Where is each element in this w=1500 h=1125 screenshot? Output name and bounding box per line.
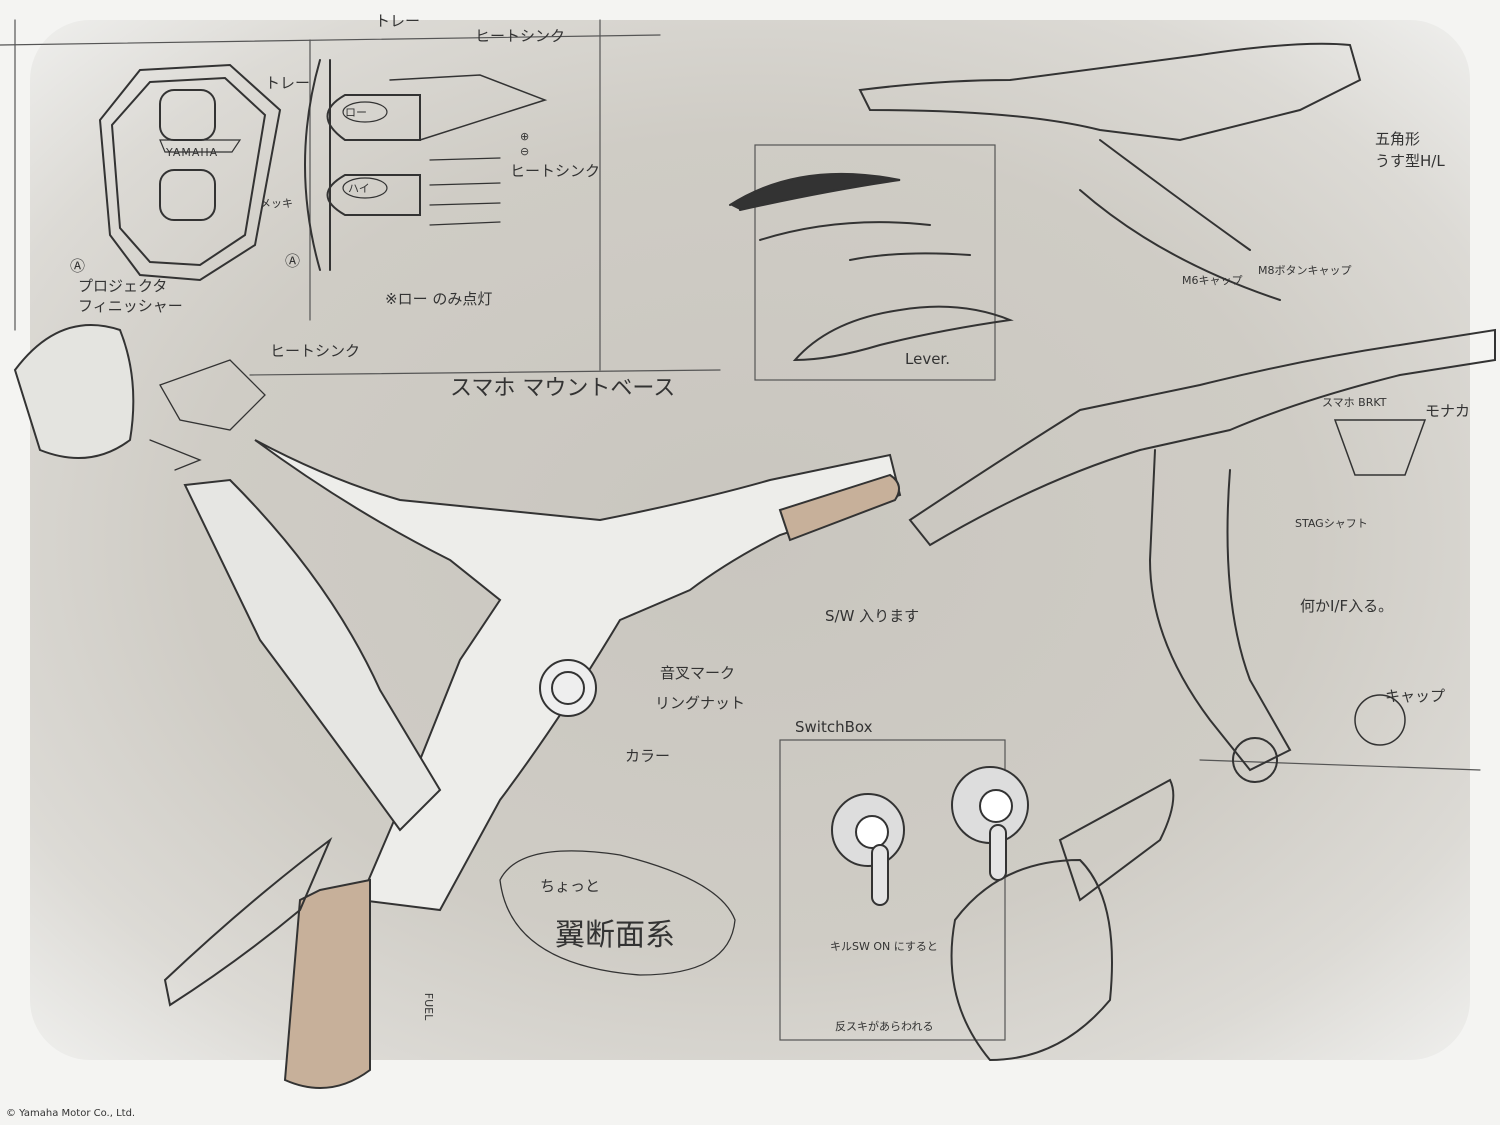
label-plating: メッキ <box>260 197 293 210</box>
label-tuning-fork: 音叉マーク <box>660 664 736 682</box>
label-finisher: フィニッシャー <box>78 297 183 315</box>
label-marker-a1: Ⓐ <box>70 257 86 275</box>
lever-sketch <box>729 172 1014 362</box>
label-interface: 何かI/F入る。 <box>1300 597 1394 615</box>
label-tray: トレー <box>265 74 311 92</box>
label-mount-base: スマホ マウントベース <box>450 376 676 401</box>
switchbox-sketch <box>831 766 1029 906</box>
switchbox-note-1: キルSW ON にすると <box>830 940 938 953</box>
label-heatsink-left: ヒートシンク <box>270 342 361 360</box>
label-thin-hl: うす型H/L <box>1375 152 1445 170</box>
headlight-section <box>304 59 548 271</box>
switchbox-note-2: 反スキがあらわれる <box>835 1020 934 1033</box>
label-lever: Lever. <box>905 350 950 368</box>
label-m6-cap: M6キャップ <box>1182 274 1243 287</box>
label-projector: プロジェクタ <box>78 277 168 295</box>
label-stag-shaft: STAGシャフト <box>1295 517 1368 530</box>
yamaha-logo-text: YAMAHA <box>166 146 219 159</box>
label-cap: キャップ <box>1385 687 1446 705</box>
label-low: ロー <box>345 106 367 119</box>
label-switch: S/W 入ります <box>825 607 920 625</box>
label-heatsink-top: ヒートシンク <box>475 27 566 45</box>
label-tray-top: トレー <box>375 12 421 30</box>
label-ring-nut: リングナット <box>655 694 746 712</box>
label-m8-cap: M8ボタンキャップ <box>1258 264 1352 277</box>
exploded-headlight <box>13 324 266 471</box>
switchbox-title: SwitchBox <box>795 718 873 736</box>
handlebar-perspective <box>908 328 1496 1062</box>
copyright: © Yamaha Motor Co., Ltd. <box>6 1108 136 1119</box>
label-low-only-note: ※ロー のみ点灯 <box>385 290 493 308</box>
label-heatsink-side: ヒートシンク <box>510 162 601 180</box>
label-plus: ⊕ <box>520 130 530 143</box>
label-slightly: ちょっと <box>540 877 601 895</box>
label-collar: カラー <box>625 747 671 765</box>
label-monaka: モナカ <box>1425 402 1471 420</box>
label-pentagon: 五角形 <box>1375 130 1421 148</box>
label-fuel: FUEL <box>422 992 436 1021</box>
label-bracket: スマホ BRKT <box>1322 396 1387 409</box>
frame-lines <box>0 19 1481 1041</box>
handlebar-top-view <box>858 42 1362 301</box>
label-high: ハイ <box>348 182 370 195</box>
label-marker-a2: Ⓐ <box>285 252 301 270</box>
headlight-front <box>98 63 282 282</box>
label-minus: ⊖ <box>520 145 530 158</box>
handlebar-main <box>163 439 902 1089</box>
label-airfoil: 翼断面系 <box>555 918 675 953</box>
